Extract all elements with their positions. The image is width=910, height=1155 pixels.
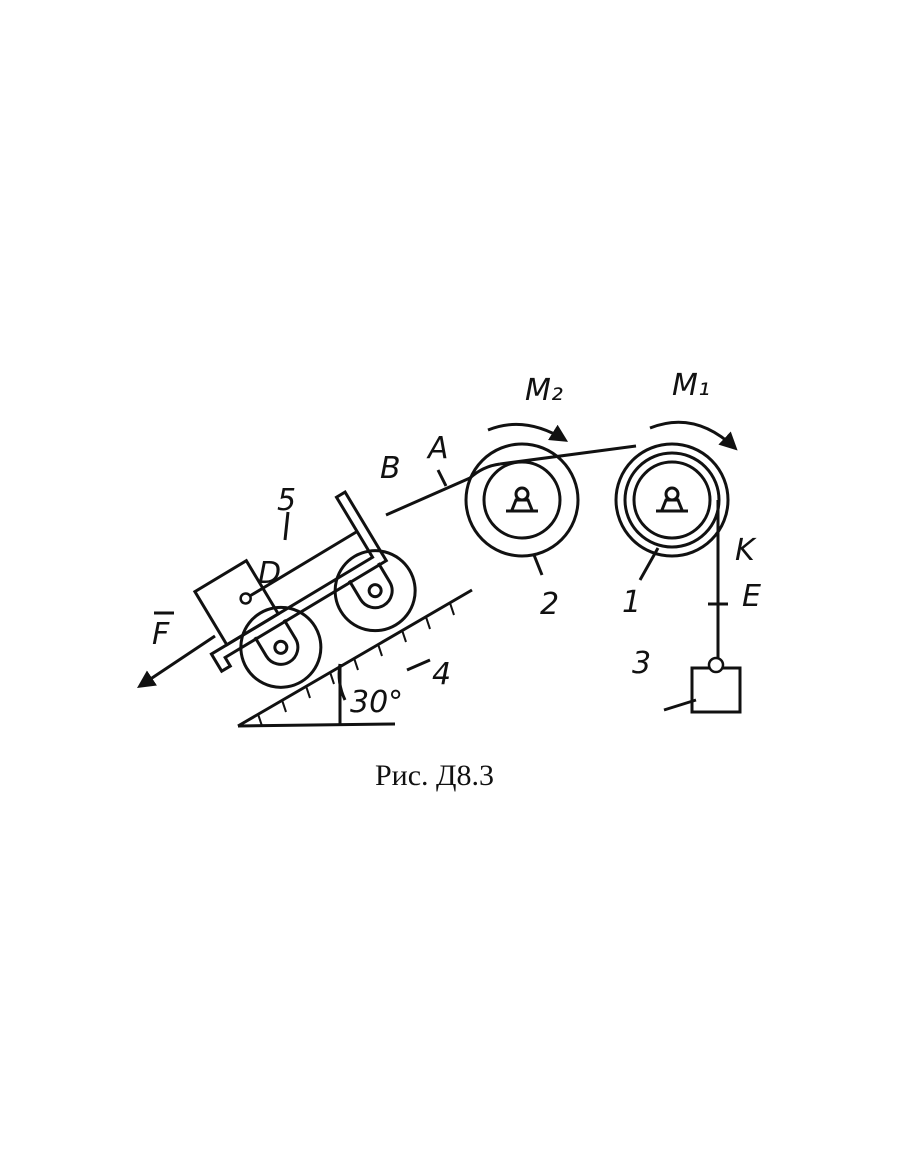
label-force-f: F — [152, 617, 170, 652]
inclined-plane — [237, 588, 473, 728]
point-d — [239, 592, 252, 605]
force-f-arrow — [137, 634, 216, 688]
cart — [192, 490, 417, 689]
pulley-1 — [614, 442, 730, 581]
label-e: E — [742, 579, 761, 614]
moment-m1-arrow — [649, 420, 738, 451]
cart-frame — [209, 490, 389, 674]
point-e — [707, 656, 725, 674]
label-pulley-1: 1 — [622, 585, 641, 620]
label-pulley-2: 2 — [540, 587, 559, 622]
rope — [385, 444, 728, 662]
label-d: D — [258, 556, 281, 591]
label-b: B — [380, 451, 401, 486]
label-body-5: 5 — [277, 483, 296, 518]
wheel-front — [333, 549, 417, 633]
figure-caption: Рис. Д8.3 — [375, 759, 494, 792]
moment-m2-arrow — [487, 422, 569, 442]
label-m1: M₁ — [672, 368, 710, 403]
label-wheels-4: 4 — [432, 657, 451, 692]
label-angle: 30° — [350, 685, 403, 720]
label-m2: M₂ — [525, 373, 563, 408]
load-3 — [690, 666, 742, 714]
label-load-3: 3 — [632, 646, 651, 681]
label-k: K — [735, 533, 757, 568]
pulley-2 — [464, 442, 580, 576]
wheel-rear — [239, 605, 323, 689]
label-a: A — [426, 431, 449, 466]
